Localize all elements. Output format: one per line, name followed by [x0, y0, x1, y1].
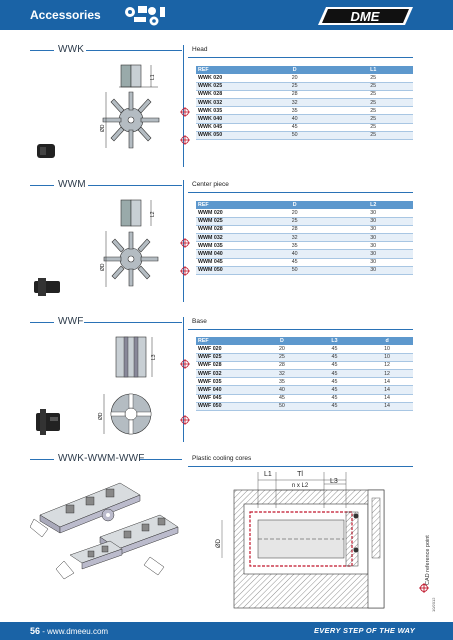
- section-rule: [30, 459, 54, 460]
- accessories-parts-icon: [125, 6, 165, 26]
- svg-text:L1: L1: [264, 471, 272, 478]
- section-label-wwm: Center piece: [192, 181, 229, 188]
- svg-text:L3: L3: [151, 354, 157, 360]
- assembly-illustration: [30, 482, 179, 580]
- dme-logo: DME: [318, 7, 413, 25]
- section-label-rule: [188, 466, 413, 467]
- page-title: Accessories: [30, 8, 101, 22]
- footer-slogan: EVERY STEP OF THE WAY: [313, 626, 415, 635]
- section-rule: [84, 322, 182, 323]
- section-label-wwk: Head: [192, 46, 208, 53]
- section-rule: [140, 459, 182, 460]
- svg-text:DME: DME: [351, 9, 380, 24]
- section-divider: [183, 45, 184, 167]
- section-divider: [183, 180, 184, 302]
- wwm-photo: [34, 278, 60, 296]
- section-label-assembly: Plastic cooling cores: [192, 455, 252, 462]
- section-name-assembly: WWK-WWM-WWF: [58, 453, 145, 464]
- svg-text:L2: L2: [150, 211, 156, 217]
- section-label-rule: [188, 192, 413, 193]
- section-label-wwf: Base: [192, 318, 207, 325]
- wwf-drawing: L3 ØD: [98, 336, 190, 435]
- section-name-wwm: WWM: [58, 179, 86, 190]
- section-name-wwk: WWK: [58, 44, 85, 55]
- section-label-rule: [188, 57, 413, 58]
- section-rule: [30, 322, 54, 323]
- page-number: 56: [30, 626, 41, 636]
- wwf-photo: [36, 409, 60, 435]
- section-rule: [88, 185, 182, 186]
- assembly-section-drawing: L1 Tl n x L2 L3 ØD: [216, 471, 385, 609]
- cad-reference-note: CAD reference point: [425, 535, 431, 585]
- section-name-wwf: WWF: [58, 316, 84, 327]
- svg-text:ØD: ØD: [216, 538, 222, 548]
- wwk-drawing: L1 ØD: [100, 64, 190, 149]
- wwk-photo: [37, 144, 55, 158]
- svg-text:L1: L1: [150, 74, 156, 80]
- document-code: 10/2012: [431, 597, 436, 612]
- svg-text:ØD: ØD: [100, 263, 106, 271]
- section-label-rule: [188, 329, 413, 330]
- section-rule: [86, 50, 182, 51]
- footer-page-info: 56 - www.dmeeu.com: [30, 626, 108, 636]
- svg-text:ØD: ØD: [100, 124, 106, 132]
- svg-text:n x L2: n x L2: [292, 483, 309, 489]
- section-divider: [183, 317, 184, 442]
- website-link[interactable]: www.dmeeu.com: [47, 627, 109, 636]
- footer-separator: -: [42, 627, 48, 636]
- wwm-drawing: L2 ØD: [100, 199, 190, 287]
- svg-text:Tl: Tl: [297, 471, 303, 478]
- footer-bar: 56 - www.dmeeu.com EVERY STEP OF THE WAY: [0, 622, 453, 640]
- section-rule: [30, 185, 54, 186]
- section-rule: [30, 50, 54, 51]
- svg-text:ØD: ØD: [98, 412, 104, 420]
- svg-text:L3: L3: [330, 478, 338, 485]
- cad-reference-icon: [419, 583, 429, 593]
